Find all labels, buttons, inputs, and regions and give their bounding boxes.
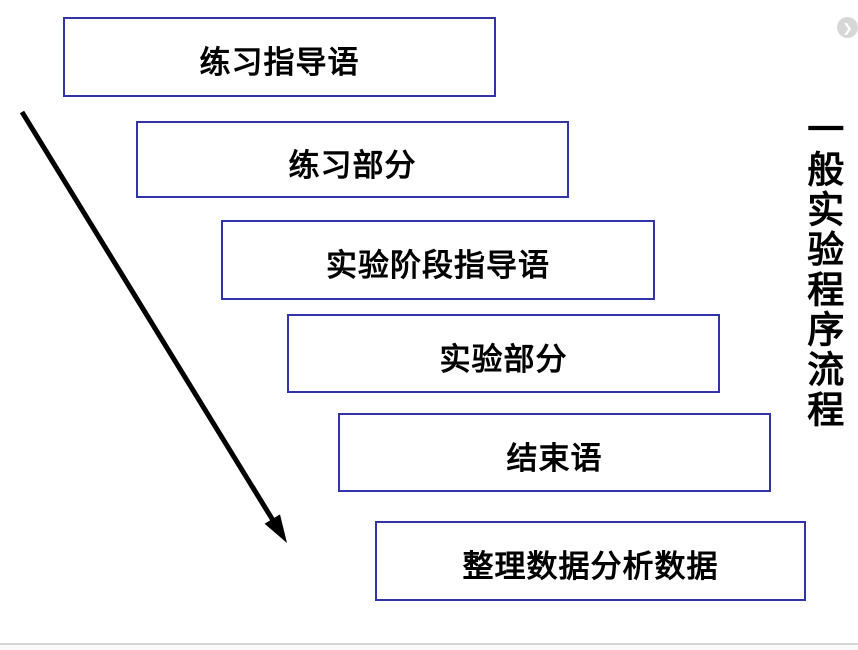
slide-title: 一般实验程序流程 [800, 110, 842, 430]
flow-box-label: 结束语 [506, 440, 603, 476]
flow-box-label: 实验部分 [439, 341, 568, 377]
flow-box-experiment-section: 实验部分 [287, 314, 720, 393]
chevron-right-icon: ❯ [842, 20, 853, 35]
flow-box-label: 实验阶段指导语 [326, 248, 550, 283]
flow-box-label: 练习部分 [288, 147, 417, 183]
slide-bottom-edge [0, 643, 858, 650]
corner-collapse-button[interactable]: ❯ [837, 17, 858, 38]
flow-box-label: 练习指导语 [199, 45, 360, 80]
flow-box-practice-section: 练习部分 [136, 121, 569, 198]
flow-box-experiment-stage-instructions: 实验阶段指导语 [221, 220, 655, 300]
flow-box-practice-instructions: 练习指导语 [63, 17, 496, 97]
flow-box-organize-analyze-data: 整理数据分析数据 [375, 521, 806, 601]
flow-box-closing-remarks: 结束语 [338, 413, 771, 492]
flow-box-label: 整理数据分析数据 [462, 549, 719, 584]
